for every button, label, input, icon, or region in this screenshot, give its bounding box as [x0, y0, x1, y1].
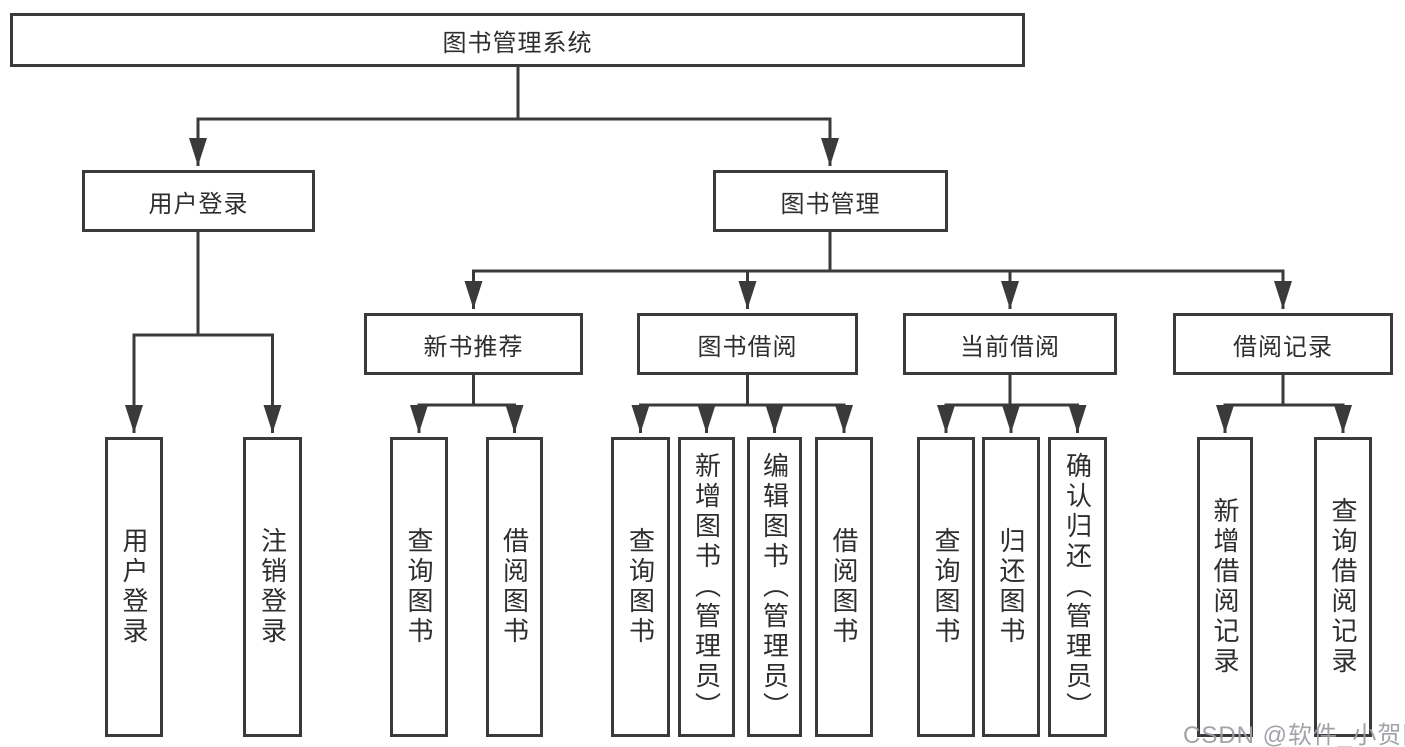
node-label: 新增图书（管理员）: [691, 452, 722, 722]
leaf-borrow-books: 借阅图书: [815, 437, 873, 737]
leaf-query-books: 查询图书: [611, 437, 670, 737]
leaf-confirm-return-admin: 确认归还（管理员）: [1048, 437, 1107, 737]
node-label: 查询图书: [625, 527, 656, 647]
node-label: 用户登录: [119, 527, 149, 647]
leaf-edit-book-admin: 编辑图书（管理员）: [747, 437, 802, 737]
leaf-user-login: 用户登录: [105, 437, 163, 737]
node-label: 图书管理: [780, 190, 881, 218]
leaf-query-books: 查询图书: [390, 437, 448, 737]
node-label: 查询借阅记录: [1328, 497, 1358, 677]
node-label: 确认归还（管理员）: [1062, 452, 1093, 722]
node-label: 图书借阅: [697, 333, 798, 361]
leaf-return-books: 归还图书: [982, 437, 1040, 737]
node-label: 新书推荐: [423, 333, 524, 361]
node-label: 归还图书: [996, 527, 1026, 647]
node-book-management: 图书管理: [713, 170, 948, 232]
node-label: 用户登录: [148, 190, 249, 218]
leaf-borrow-books: 借阅图书: [486, 437, 543, 737]
node-label: 编辑图书（管理员）: [759, 452, 790, 722]
leaf-query-borrow-record: 查询借阅记录: [1314, 437, 1372, 737]
leaf-query-books: 查询图书: [917, 437, 975, 737]
node-current-borrowing: 当前借阅: [903, 313, 1117, 375]
node-label: 图书管理系统: [442, 29, 593, 57]
node-root: 图书管理系统: [10, 13, 1025, 67]
node-borrowing-records: 借阅记录: [1173, 313, 1393, 375]
node-label: 查询图书: [404, 527, 434, 647]
node-label: 借阅记录: [1233, 333, 1333, 361]
leaf-add-borrow-record: 新增借阅记录: [1197, 437, 1253, 737]
node-label: 查询图书: [931, 527, 961, 647]
node-label: 借阅图书: [499, 527, 530, 647]
leaf-logout: 注销登录: [243, 437, 302, 737]
watermark: CSDN @软件_小贺同学: [1183, 722, 1405, 747]
node-new-book-recommendation: 新书推荐: [364, 313, 583, 375]
node-label: 注销登录: [257, 527, 288, 647]
leaf-add-book-admin: 新增图书（管理员）: [678, 437, 735, 737]
node-user-login: 用户登录: [82, 170, 315, 232]
node-label: 当前借阅: [960, 333, 1060, 361]
node-book-borrowing: 图书借阅: [637, 313, 858, 375]
node-label: 新增借阅记录: [1210, 497, 1240, 677]
node-label: 借阅图书: [829, 527, 859, 647]
